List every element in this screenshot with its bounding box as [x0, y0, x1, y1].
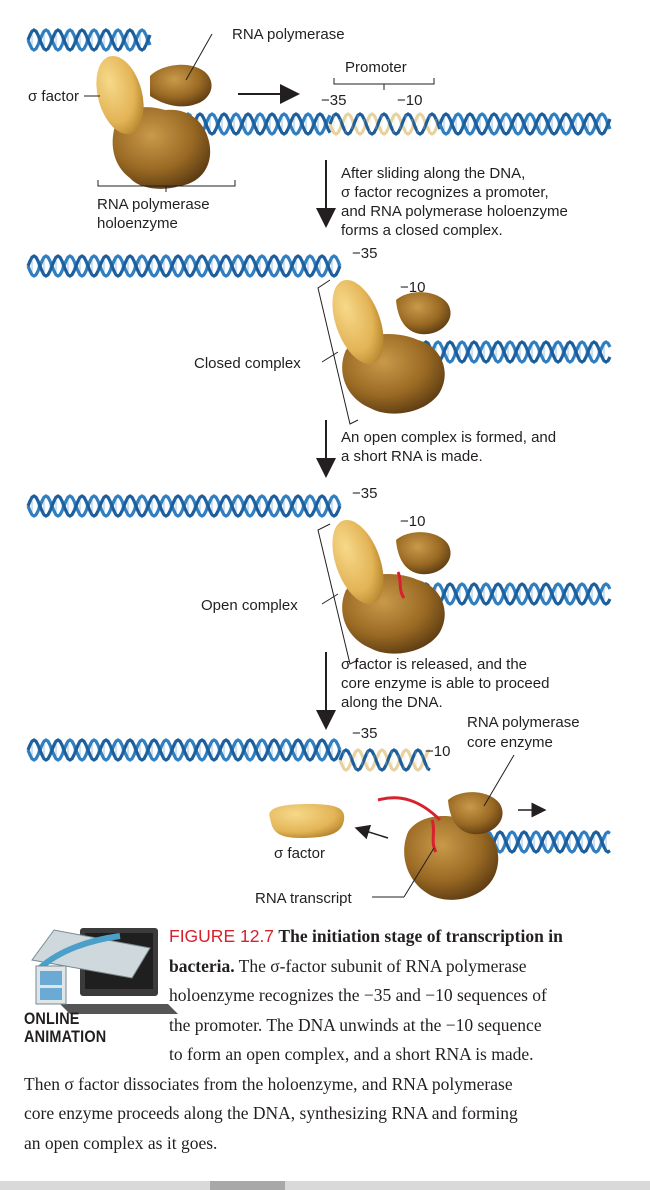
step1-line3: and RNA polymerase holoenzyme [341, 203, 568, 220]
minus35-label-3: −35 [352, 485, 377, 502]
closed-complex-label: Closed complex [194, 355, 301, 372]
step-text-2: An open complex is formed, and a short R… [341, 429, 556, 465]
step3-line1: σ factor is released, and the [341, 656, 527, 673]
minus35-label-4: −35 [352, 725, 377, 742]
rna-polymerase-label: RNA polymerase [232, 26, 345, 43]
sigma-factor-label: σ factor [28, 88, 79, 105]
panel-closed-complex: −35 −10 Closed complex [194, 245, 451, 425]
step1-line4: forms a closed complex. [341, 222, 503, 239]
holoenzyme-label-line1: RNA polymerase [97, 196, 210, 213]
panel-open-complex: −35 −10 Open complex [201, 485, 451, 665]
caption-line-3: to form an open complex, and a short RNA… [169, 1044, 534, 1064]
core-enzyme-label-line2: core enzyme [467, 734, 553, 751]
short-rna [396, 571, 406, 599]
dna-strand-3a [26, 494, 342, 518]
figure-caption: FIGURE 12.7 The initiation stage of tran… [24, 922, 624, 1158]
rna-transcript-label: RNA transcript [255, 890, 353, 907]
dna-promoter-region [328, 112, 442, 136]
figure-title: The initiation stage of transcription in… [169, 926, 563, 976]
minus10-label-4: −10 [425, 743, 450, 760]
step-text-3: σ factor is released, and the core enzym… [341, 656, 549, 711]
minus35-label-2: −35 [352, 245, 377, 262]
step2-line1: An open complex is formed, and [341, 429, 556, 446]
step3-line3: along the DNA. [341, 694, 443, 711]
dna-strand-4b [338, 748, 431, 772]
caption-line-6: an open complex as it goes. [24, 1132, 218, 1153]
step2-line2: a short RNA is made. [341, 448, 483, 465]
step1-line1: After sliding along the DNA, [341, 165, 525, 182]
caption-line-2: the promoter. The DNA unwinds at the −10… [169, 1014, 542, 1035]
dna-strand-1b [438, 112, 612, 136]
scrollbar-thumb[interactable] [210, 1181, 285, 1190]
dna-strand-2b [418, 340, 612, 364]
online-animation-badge[interactable]: ONLINE ANIMATION [24, 1010, 106, 1046]
online-word: ONLINE [24, 1009, 80, 1028]
minus10-label-1: −10 [397, 92, 422, 109]
core-enzyme-label-line1: RNA polymerase [467, 714, 580, 731]
rna-transcript-strand [377, 796, 442, 822]
minus35-label-1: −35 [321, 92, 346, 109]
open-complex-label: Open complex [201, 597, 298, 614]
dna-top-left [26, 28, 152, 52]
panel-holoenzyme: RNA polymerase σ factor Promoter −35 −10… [28, 26, 435, 232]
released-sigma-factor [269, 804, 345, 838]
caption-title-tail: The σ-factor subunit of RNA polymerase [234, 955, 527, 976]
panel-core-enzyme: −35 −10 RNA polymerase core enzyme σ fac… [255, 714, 580, 907]
minus10-label-2: −10 [400, 279, 425, 296]
caption-line-1: holoenzyme recognizes the −35 and −10 se… [169, 985, 547, 1005]
sigma-factor-shape [96, 55, 144, 135]
caption-line-4: Then σ factor dissociates from the holoe… [24, 1073, 513, 1094]
caption-line-5: core enzyme proceeds along the DNA, synt… [24, 1103, 518, 1123]
released-sigma-label: σ factor [274, 845, 325, 862]
dna-strand-2a [26, 254, 342, 278]
promoter-label: Promoter [345, 59, 407, 76]
figure-number: FIGURE 12.7 [169, 926, 275, 946]
film-reel-laptop-icon [31, 928, 178, 1014]
holoenzyme-label-line2: holoenzyme [97, 215, 178, 232]
release-arrow [354, 824, 389, 840]
horizontal-scrollbar[interactable] [0, 1181, 650, 1190]
step-text-1: After sliding along the DNA, σ factor re… [341, 165, 568, 239]
step1-line2: σ factor recognizes a promoter, [341, 184, 549, 201]
dna-strand-4a [26, 738, 342, 762]
dna-strand-3b [418, 582, 612, 606]
minus10-label-3: −10 [400, 513, 425, 530]
rna-polymerase-holoenzyme [96, 55, 212, 189]
step3-line2: core enzyme is able to proceed [341, 675, 549, 692]
animation-word: ANIMATION [24, 1027, 107, 1046]
